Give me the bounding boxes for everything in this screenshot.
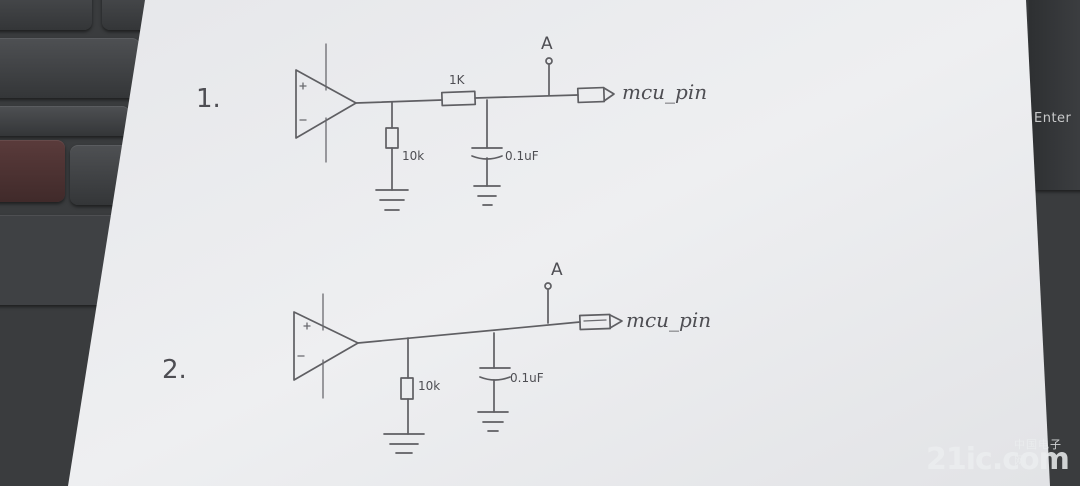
circuit-2-node-label: A: [551, 260, 563, 280]
circuit-1-pulldown-label: 10k: [402, 149, 425, 163]
enter-key: [1030, 0, 1080, 190]
circuit-1-series-resistor-label: 1K: [449, 73, 465, 87]
site-watermark: 21ic.com 中国电子网: [926, 438, 1070, 477]
keyboard-key: [0, 106, 130, 136]
circuit-1-schematic: [295, 43, 615, 211]
watermark-cn-text: 中国电子网: [1014, 438, 1062, 467]
circuit-1-capacitor-label: 0.1uF: [505, 149, 539, 163]
circuit-1-number: 1.: [196, 84, 221, 114]
circuit-2-schematic: [293, 282, 623, 454]
circuit-2-pulldown-label: 10k: [418, 379, 441, 393]
circuit-2-capacitor-label: 0.1uF: [510, 371, 544, 385]
watermark-text: 21ic.com: [926, 442, 1070, 477]
circuit-2-output-label: mcu_pin: [626, 308, 712, 332]
enter-key-label: Enter: [1034, 111, 1072, 126]
circuit-1-output-label: mcu_pin: [622, 80, 708, 104]
keyboard-key: [0, 140, 65, 202]
keyboard-key: [0, 38, 140, 98]
keyboard-key: [0, 0, 92, 30]
circuit-1-node-label: A: [541, 34, 553, 54]
circuit-2-number: 2.: [162, 355, 187, 385]
